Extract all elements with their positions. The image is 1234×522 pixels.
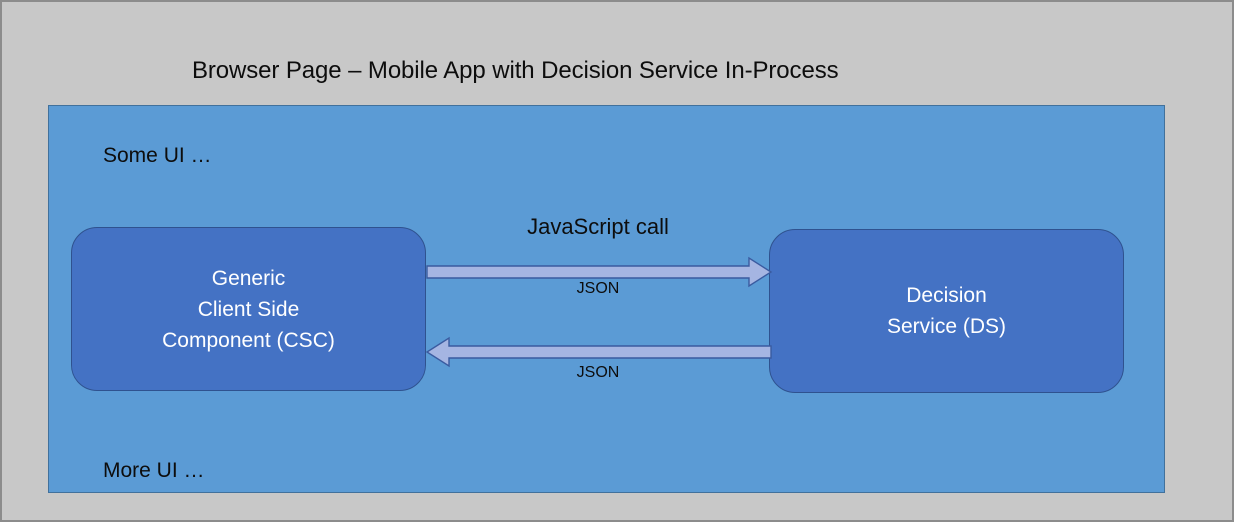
arrow-response-left-icon xyxy=(425,336,772,368)
node-generic-client-side-component[interactable]: Generic Client Side Component (CSC) xyxy=(71,227,426,391)
ui-note-bottom: More UI … xyxy=(103,459,205,482)
connector-label-javascript-call: JavaScript call xyxy=(527,214,669,239)
browser-page-panel: Some UI … Generic Client Side Component … xyxy=(48,105,1165,493)
arrow-request-shape xyxy=(426,256,773,288)
node-ds-line-1: Decision xyxy=(906,284,987,307)
ui-note-top: Some UI … xyxy=(103,144,212,167)
node-ds-line-2: Service (DS) xyxy=(886,315,1007,338)
node-csc-line-2: Client Side xyxy=(197,297,300,321)
arrow-request-right-icon xyxy=(426,256,773,288)
connector-label-json-response: JSON xyxy=(576,364,620,381)
page-title: Browser Page – Mobile App with Decision … xyxy=(192,57,839,84)
node-csc-line-1: Generic xyxy=(211,266,286,290)
arrow-response-shape xyxy=(425,336,772,368)
connector-label-json-request: JSON xyxy=(576,280,620,297)
node-decision-service[interactable]: Decision Service (DS) xyxy=(769,229,1124,393)
node-csc-line-3: Component (CSC) xyxy=(162,328,335,352)
